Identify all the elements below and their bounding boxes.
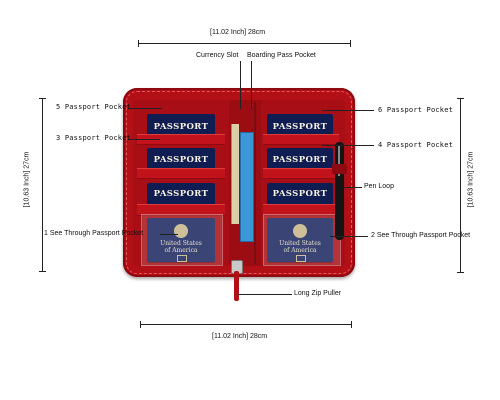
top-dimension-tick-right (350, 40, 351, 47)
currency-note (231, 124, 239, 224)
left-panel: PASSPORT PASSPORT PASSPORT United States… (133, 100, 229, 266)
pocket-band-6 (263, 134, 339, 145)
left-dimension-tick-top (39, 98, 46, 99)
see-through-passport-2: United States of America (267, 218, 333, 262)
top-dimension-tick-left (138, 40, 139, 47)
cover-line1: United States (279, 240, 321, 247)
pocket-band-4 (263, 168, 339, 179)
travel-wallet: PASSPORT PASSPORT PASSPORT United States… (123, 88, 355, 301)
see-through-window-1 (141, 214, 223, 266)
pocket-band-5 (137, 134, 225, 145)
spine-divider (254, 102, 256, 264)
label-pen-loop: Pen Loop (364, 183, 394, 190)
bottom-dimension-tick-right (351, 321, 352, 328)
bottom-dimension-label: [11.02 Inch] 28cm (212, 333, 268, 340)
passport-label: PASSPORT (153, 155, 209, 165)
passport-label: PASSPORT (153, 189, 209, 199)
eagle-seal-icon (293, 224, 307, 238)
label-pocket5: 5 Passport Pocket (56, 103, 132, 111)
leader-pocket3 (128, 139, 160, 140)
passport-label: PASSPORT (272, 122, 328, 132)
left-dimension-tick-bottom (39, 271, 46, 272)
label-pocket3: 3 Passport Pocket (56, 134, 132, 142)
right-panel: PASSPORT PASSPORT PASSPORT United States… (261, 100, 345, 266)
bottom-dimension-line (140, 324, 352, 325)
pen-loop (332, 164, 347, 174)
passport-pocket-2-upper: PASSPORT (267, 183, 333, 207)
cover-line1: United States (160, 240, 202, 247)
pen-clip (338, 146, 340, 176)
boarding-pass (240, 132, 254, 242)
passport-label: PASSPORT (272, 189, 328, 199)
label-currency-slot: Currency Slot (196, 52, 239, 59)
label-zip-puller: Long Zip Puller (294, 290, 342, 297)
zip-puller-strap (234, 271, 239, 301)
right-dimension-tick-top (457, 98, 464, 99)
label-pocket4: 4 Passport Pocket (378, 141, 454, 149)
leader-zip-puller (238, 294, 292, 295)
passport-pocket-1-upper: PASSPORT (147, 183, 215, 207)
see-through-window-2 (263, 214, 341, 266)
cover-line2: of America (283, 247, 317, 254)
pocket-band-3 (137, 168, 225, 179)
leader-pocket4 (322, 145, 374, 146)
pocket-band-2 (263, 204, 339, 216)
top-dimension-label: [11.02 Inch] 28cm (210, 29, 266, 36)
leader-see-through-1 (160, 234, 178, 235)
top-dimension-line (138, 43, 351, 44)
cover-line2: of America (164, 247, 198, 254)
chip-icon (296, 255, 306, 262)
pen (335, 142, 344, 240)
right-dimension-line (460, 98, 461, 273)
label-pocket6: 6 Passport Pocket (378, 106, 454, 114)
chip-icon (177, 255, 187, 262)
passport-label: PASSPORT (272, 155, 328, 165)
bottom-dimension-tick-left (140, 321, 141, 328)
right-dimension-label: [10.63 Inch] 27cm (467, 151, 475, 208)
label-see-through-1: 1 See Through Passport Pocket (44, 230, 144, 237)
right-dimension-tick-bottom (457, 272, 464, 273)
leader-pocket5 (128, 108, 162, 109)
leader-currency-slot (240, 61, 241, 109)
left-dimension-label: [10.63 Inch] 27cm (23, 151, 31, 208)
see-through-passport-1: United States of America (147, 218, 215, 262)
leader-pocket6 (322, 110, 374, 111)
left-dimension-line (42, 98, 43, 272)
leader-pen-loop (344, 187, 362, 188)
label-see-through-2: 2 See Through Passport Pocket (371, 232, 471, 239)
leader-see-through-2 (330, 236, 368, 237)
passport-label: PASSPORT (153, 122, 209, 132)
leader-boarding-pass (251, 61, 252, 109)
label-boarding-pass: Boarding Pass Pocket (247, 52, 316, 59)
pocket-band-1 (137, 204, 225, 216)
